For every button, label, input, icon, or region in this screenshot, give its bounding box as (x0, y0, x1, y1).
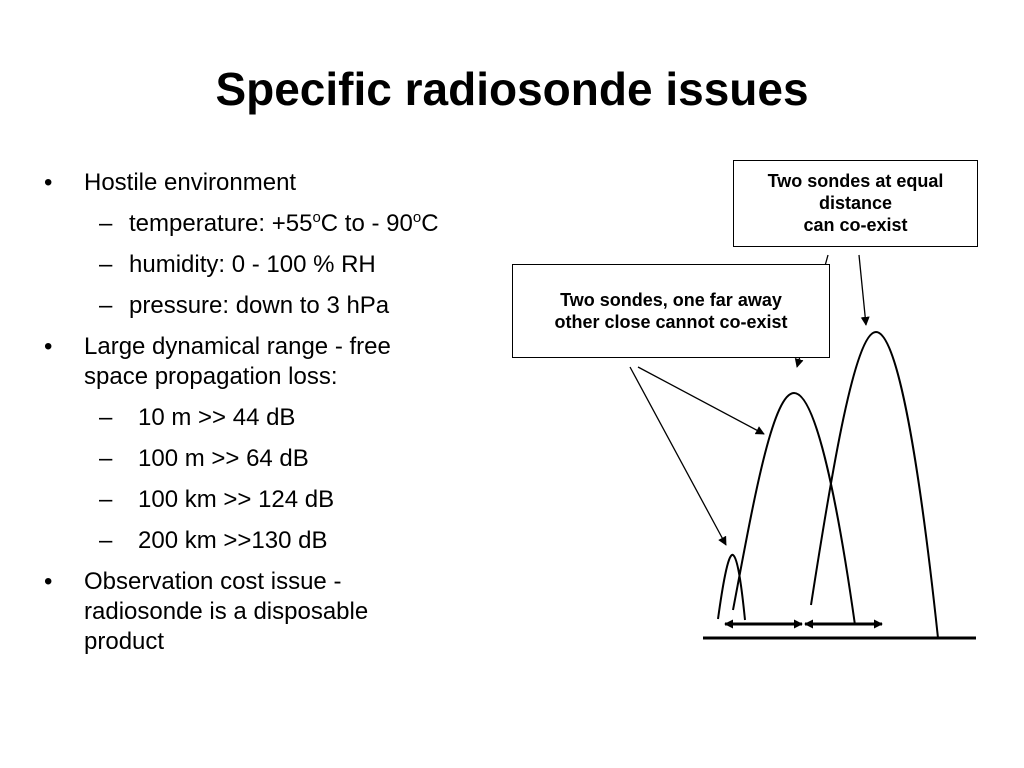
dash-marker: – (99, 445, 113, 472)
dash-marker: – (99, 404, 113, 431)
callout-equal-distance: Two sondes at equal distance can co-exis… (733, 160, 978, 247)
sub-bullet-text: 10 m >> 44 dB (138, 404, 296, 431)
bullet-observation-cost: • Observation cost issue -radiosonde is … (44, 567, 514, 657)
sub-bullet-text: 100 m >> 64 dB (138, 445, 309, 472)
sub-bullet-temperature: – temperature: +55oC to - 90oC (44, 209, 514, 239)
callout-line: distance (818, 193, 893, 213)
dash-marker: – (99, 486, 113, 513)
bullet-marker: • (44, 169, 53, 196)
callout-far-close: Two sondes, one far away other close can… (512, 264, 830, 358)
sub-bullet-loss-10m: – 10 m >> 44 dB (44, 403, 514, 433)
dash-marker: – (99, 527, 113, 554)
sub-bullet-text: 200 km >>130 dB (138, 527, 328, 554)
pointer-arrow-far-1 (637, 366, 765, 435)
callout-line: other close cannot co-exist (554, 312, 788, 332)
dash-marker: – (99, 292, 113, 319)
bullet-marker: • (44, 568, 53, 595)
dash-marker: – (99, 251, 113, 278)
medium-sonde-curve (732, 391, 856, 626)
sub-bullet-loss-100m: – 100 m >> 64 dB (44, 444, 514, 474)
callout-line: Two sondes, one far away (560, 290, 782, 310)
callout-line: can co-exist (803, 215, 908, 235)
callout-line: Two sondes at equal (767, 171, 944, 191)
dash-marker: – (99, 210, 113, 237)
sub-bullet-humidity: – humidity: 0 - 100 % RH (44, 250, 514, 280)
sub-bullet-text: humidity: 0 - 100 % RH (129, 251, 376, 278)
pointer-arrow-far-2 (629, 366, 727, 546)
sub-bullet-pressure: – pressure: down to 3 hPa (44, 291, 514, 321)
large-sonde-curve (810, 330, 939, 639)
bullet-text: Hostile environment (84, 169, 297, 196)
sub-bullet-loss-100km: – 100 km >> 124 dB (44, 485, 514, 515)
bullet-list: • Hostile environment – temperature: +55… (44, 168, 514, 668)
bullet-marker: • (44, 333, 53, 360)
small-far-sonde-curve (717, 553, 746, 621)
bullet-text: Observation cost issue -radiosonde is a … (84, 568, 369, 655)
pointer-arrow-equal-2 (858, 254, 870, 326)
sub-bullet-text: temperature: +55oC to - 90oC (129, 209, 439, 237)
sub-bullet-text: 100 km >> 124 dB (138, 486, 335, 513)
bullet-hostile-environment: • Hostile environment (44, 168, 514, 198)
sub-bullet-loss-200km: – 200 km >>130 dB (44, 526, 514, 556)
slide-title: Specific radiosonde issues (215, 63, 809, 115)
sub-bullet-text: pressure: down to 3 hPa (129, 292, 390, 319)
